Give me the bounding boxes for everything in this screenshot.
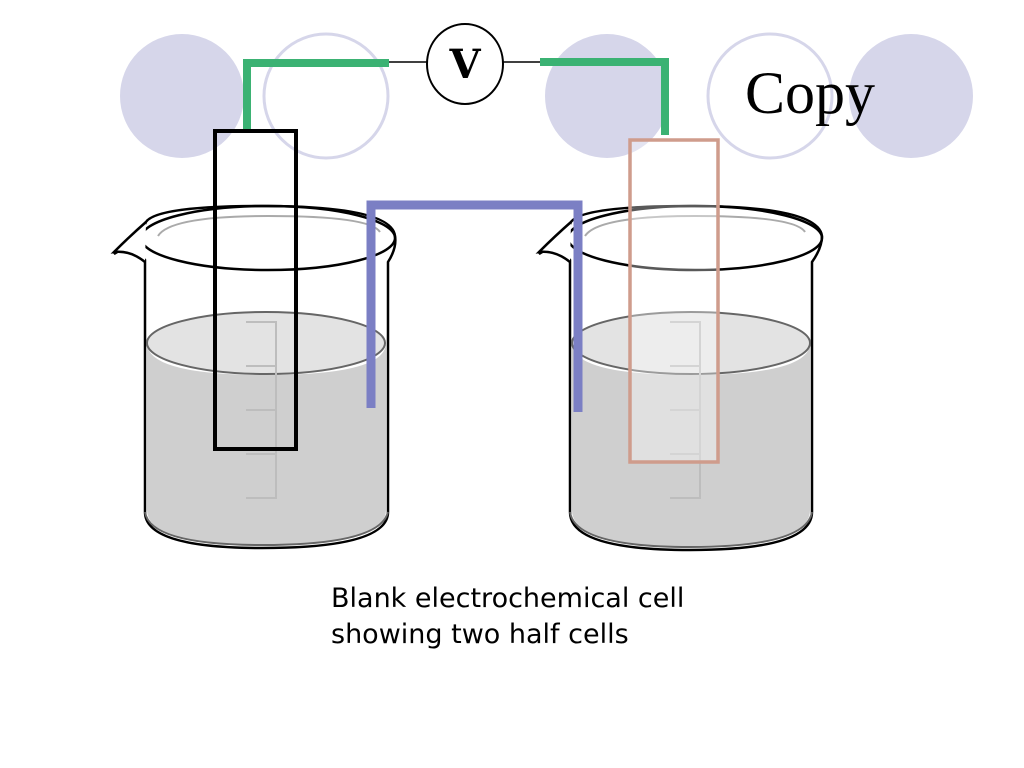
decor-circle-outline-2 (706, 32, 834, 160)
right-wire (540, 58, 669, 135)
right-graduation-marks (670, 321, 701, 499)
left-beaker-bottom-line (144, 511, 389, 547)
right-beaker-bottom-line (569, 511, 813, 549)
left-beaker-spout (110, 221, 147, 263)
voltmeter-circle (426, 23, 504, 105)
voltmeter-label: V (448, 41, 481, 88)
caption-line-1: Blank electrochemical cell (331, 583, 685, 614)
salt-bridge (366, 200, 583, 412)
left-wire (243, 59, 389, 129)
left-beaker (110, 204, 397, 550)
slide-title: Copy (745, 60, 875, 126)
decor-circle-outline-1 (262, 32, 390, 160)
right-beaker-spout (535, 221, 572, 263)
left-beaker-solution (147, 343, 386, 545)
left-graduation-marks (246, 321, 277, 499)
right-electrode (628, 138, 720, 464)
right-rim-highlight (584, 214, 806, 237)
left-rim-highlight (157, 214, 381, 237)
decor-circle-filled-3 (849, 34, 973, 158)
voltmeter: V (426, 23, 504, 105)
left-solution-surface (146, 311, 386, 375)
decor-circle-filled-1 (120, 34, 244, 158)
left-electrode (213, 129, 298, 451)
diagram-caption: Blank electrochemical cell showing two h… (331, 581, 851, 653)
caption-line-2: showing two half cells (331, 619, 629, 650)
